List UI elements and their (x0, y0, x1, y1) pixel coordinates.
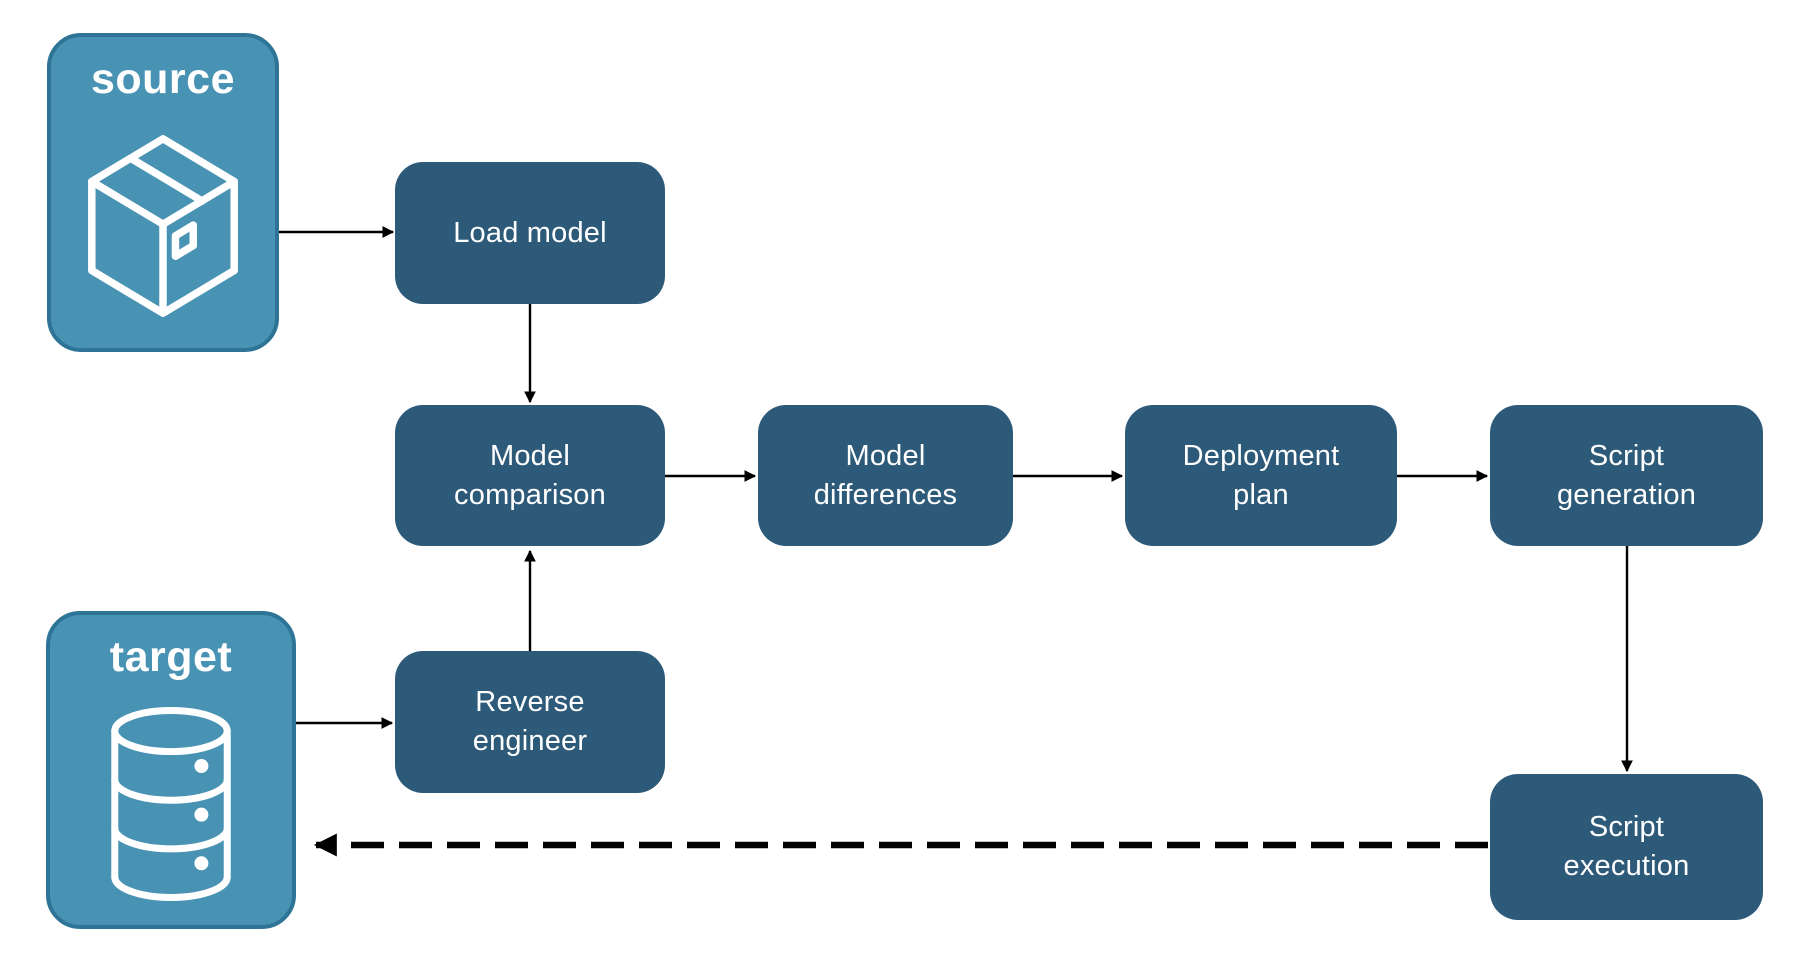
endpoint-target: target (46, 611, 296, 929)
node-script-generation: Script generation (1490, 405, 1763, 546)
package-icon (88, 135, 238, 317)
node-deployment-plan: Deployment plan (1125, 405, 1397, 546)
node-model-differences: Model differences (758, 405, 1013, 546)
node-reverse-engineer: Reverse engineer (395, 651, 665, 793)
database-icon (111, 706, 231, 901)
endpoint-source: source (47, 33, 279, 352)
target-title: target (109, 633, 233, 681)
node-script-execution: Script execution (1490, 774, 1763, 920)
source-title: source (90, 55, 235, 103)
node-model-comparison: Model comparison (395, 405, 665, 546)
node-load-model: Load model (395, 162, 665, 304)
